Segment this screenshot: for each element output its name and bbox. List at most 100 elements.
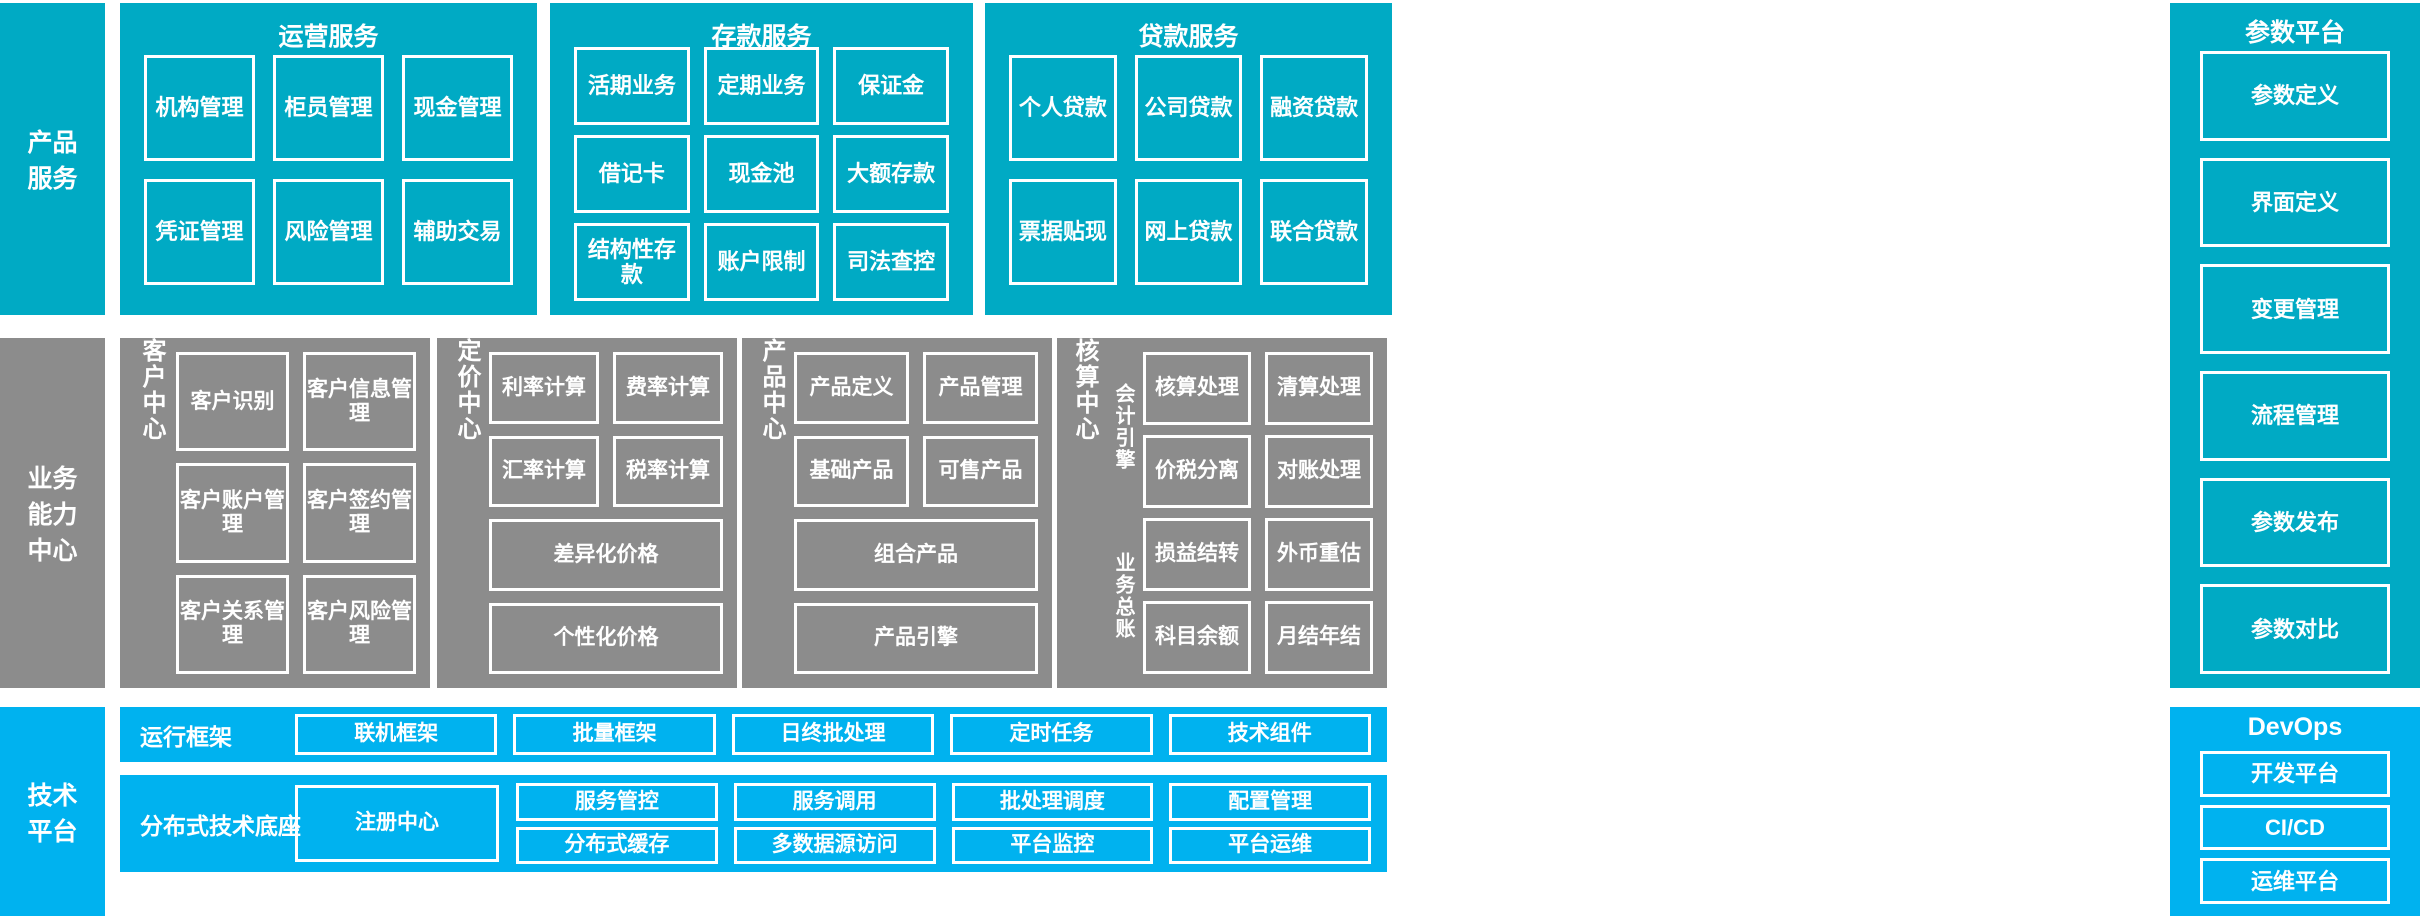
capability-item[interactable]: 组合产品: [794, 519, 1038, 591]
group-deposit-services: 存款服务 活期业务 定期业务 保证金 借记卡 现金池 大额存款 结构性存款 账户…: [550, 3, 973, 315]
param-item[interactable]: 参数对比: [2200, 584, 2390, 674]
devops-item[interactable]: CI/CD: [2200, 804, 2390, 851]
tech-item[interactable]: 服务调用: [733, 783, 936, 821]
capability-item[interactable]: 客户信息管理: [303, 352, 416, 452]
center-product: 产品中心 产品定义 产品管理 基础产品 可售产品 组合产品 产品引擎: [742, 338, 1052, 688]
service-item[interactable]: 账户限制: [703, 223, 820, 301]
center-sublabel-accounting-engine: 会计引擎: [1112, 383, 1134, 471]
tech-item[interactable]: 联机框架: [295, 714, 498, 755]
service-item[interactable]: 定期业务: [703, 47, 820, 125]
capability-item[interactable]: 产品管理: [923, 352, 1038, 424]
tech-items-runtime-framework: 联机框架 批量框架 日终批处理 定时任务 技术组件: [295, 714, 1371, 755]
param-item[interactable]: 流程管理: [2200, 370, 2390, 461]
tech-item[interactable]: 定时任务: [950, 714, 1153, 755]
service-item[interactable]: 融资贷款: [1260, 55, 1368, 161]
capability-item[interactable]: 价税分离: [1143, 435, 1251, 508]
tech-item-registry-center[interactable]: 注册中心: [295, 785, 499, 862]
service-item[interactable]: 凭证管理: [144, 179, 255, 285]
capability-item[interactable]: 客户签约管理: [303, 463, 416, 563]
center-items-pricing: 利率计算 费率计算 汇率计算 税率计算 差异化价格 个性化价格: [489, 352, 723, 674]
capability-item[interactable]: 对账处理: [1265, 435, 1373, 508]
tech-item[interactable]: 批量框架: [513, 714, 716, 755]
devops-item[interactable]: 运维平台: [2200, 858, 2390, 904]
capability-item[interactable]: 核算处理: [1143, 352, 1251, 425]
center-label-pricing: 定价中心: [453, 338, 480, 442]
service-item[interactable]: 柜员管理: [273, 55, 384, 161]
capability-item[interactable]: 汇率计算: [489, 435, 599, 507]
tech-item[interactable]: 日终批处理: [731, 714, 935, 755]
band-label-line-1: 技术: [27, 781, 78, 810]
group-items-loan-services: 个人贷款 公司贷款 融资贷款 票据贴现 网上贷款 联合贷款: [985, 55, 1392, 285]
param-platform-column: 参数平台 参数定义 界面定义 变更管理 流程管理 参数发布 参数对比: [2170, 3, 2420, 688]
band-label-technology-platform: 技术 平台: [0, 707, 105, 916]
capability-item[interactable]: 费率计算: [613, 352, 723, 424]
service-item[interactable]: 现金管理: [402, 55, 513, 161]
param-item[interactable]: 参数定义: [2200, 51, 2390, 141]
capability-item[interactable]: 利率计算: [489, 352, 599, 424]
capability-item[interactable]: 基础产品: [794, 435, 909, 507]
capability-item[interactable]: 清算处理: [1265, 352, 1373, 425]
service-item[interactable]: 结构性存款: [574, 223, 690, 301]
service-item[interactable]: 现金池: [703, 135, 820, 213]
center-items-product: 产品定义 产品管理 基础产品 可售产品 组合产品 产品引擎: [794, 352, 1038, 674]
capability-item[interactable]: 客户风险管理: [303, 574, 416, 674]
tech-item[interactable]: 多数据源访问: [733, 826, 936, 864]
center-customer: 客户中心 客户识别 客户信息管理 客户账户管理 客户签约管理 客户关系管理 客户…: [120, 338, 430, 688]
capability-item[interactable]: 客户账户管理: [176, 463, 289, 563]
devops-column: DevOps 开发平台 CI/CD 运维平台: [2170, 707, 2420, 916]
param-item[interactable]: 变更管理: [2200, 264, 2390, 354]
capability-item[interactable]: 产品引擎: [794, 602, 1038, 674]
service-item[interactable]: 大额存款: [833, 135, 949, 213]
band-label-product-services: 产品 服务: [0, 3, 105, 315]
capability-item[interactable]: 客户识别: [176, 352, 289, 452]
tech-row-runtime-framework: 运行框架 联机框架 批量框架 日终批处理 定时任务 技术组件: [120, 707, 1387, 762]
tech-item[interactable]: 服务管控: [516, 783, 718, 821]
service-item[interactable]: 司法查控: [833, 223, 949, 301]
tech-item[interactable]: 配置管理: [1169, 783, 1371, 821]
service-item[interactable]: 辅助交易: [402, 179, 513, 285]
band-label-line-2: 平台: [27, 817, 78, 846]
capability-item[interactable]: 产品定义: [794, 352, 909, 424]
capability-item[interactable]: 个性化价格: [489, 602, 723, 674]
band-label-line-1: 业务: [27, 465, 78, 493]
capability-item[interactable]: 损益结转: [1143, 518, 1251, 591]
service-item[interactable]: 网上贷款: [1134, 179, 1243, 285]
tech-item[interactable]: 技术组件: [1168, 714, 1371, 755]
capability-item[interactable]: 月结年结: [1265, 601, 1373, 674]
capability-item[interactable]: 税率计算: [613, 435, 723, 507]
capability-item[interactable]: 客户关系管理: [176, 574, 289, 674]
center-label-customer: 客户中心: [138, 338, 165, 442]
service-item[interactable]: 保证金: [833, 47, 949, 125]
capability-item[interactable]: 外币重估: [1265, 518, 1373, 591]
center-label-product: 产品中心: [758, 338, 785, 442]
tech-row-distributed-foundation: 分布式技术底座 注册中心 服务管控 服务调用 批处理调度 配置管理 分布式缓存 …: [120, 775, 1387, 872]
capability-item[interactable]: 差异化价格: [489, 519, 723, 591]
tech-item[interactable]: 批处理调度: [951, 783, 1154, 821]
group-loan-services: 贷款服务 个人贷款 公司贷款 融资贷款 票据贴现 网上贷款 联合贷款: [985, 3, 1392, 315]
tech-item[interactable]: 平台运维: [1169, 826, 1371, 864]
service-item[interactable]: 票据贴现: [1009, 179, 1117, 285]
capability-item[interactable]: 科目余额: [1143, 601, 1251, 674]
service-item[interactable]: 联合贷款: [1260, 179, 1368, 285]
param-item[interactable]: 界面定义: [2200, 157, 2390, 248]
center-accounting: 核算中心 会计引擎 业务总账 核算处理 清算处理 价税分离 对账处理 损益结转 …: [1057, 338, 1387, 688]
service-item[interactable]: 借记卡: [574, 135, 690, 213]
center-sublabel-general-ledger: 业务总账: [1112, 552, 1134, 640]
band-label-business-capability: 业务 能力 中心: [0, 338, 105, 688]
center-pricing: 定价中心 利率计算 费率计算 汇率计算 税率计算 差异化价格 个性化价格: [437, 338, 737, 688]
service-item[interactable]: 公司贷款: [1134, 55, 1243, 161]
group-items-deposit-services: 活期业务 定期业务 保证金 借记卡 现金池 大额存款 结构性存款 账户限制 司法…: [550, 47, 973, 301]
devops-item[interactable]: 开发平台: [2200, 751, 2390, 797]
param-platform-title: 参数平台: [2244, 19, 2345, 47]
service-item[interactable]: 个人贷款: [1009, 55, 1117, 161]
capability-item[interactable]: 可售产品: [923, 435, 1038, 507]
group-items-operation-services: 机构管理 柜员管理 现金管理 凭证管理 风险管理 辅助交易: [120, 55, 537, 285]
service-item[interactable]: 风险管理: [273, 179, 384, 285]
service-item[interactable]: 机构管理: [144, 55, 255, 161]
param-item[interactable]: 参数发布: [2200, 477, 2390, 568]
tech-item[interactable]: 分布式缓存: [516, 826, 718, 864]
devops-title: DevOps: [2247, 713, 2343, 741]
band-label-line-1: 产品: [27, 129, 78, 157]
service-item[interactable]: 活期业务: [574, 47, 690, 125]
tech-item[interactable]: 平台监控: [951, 826, 1154, 864]
